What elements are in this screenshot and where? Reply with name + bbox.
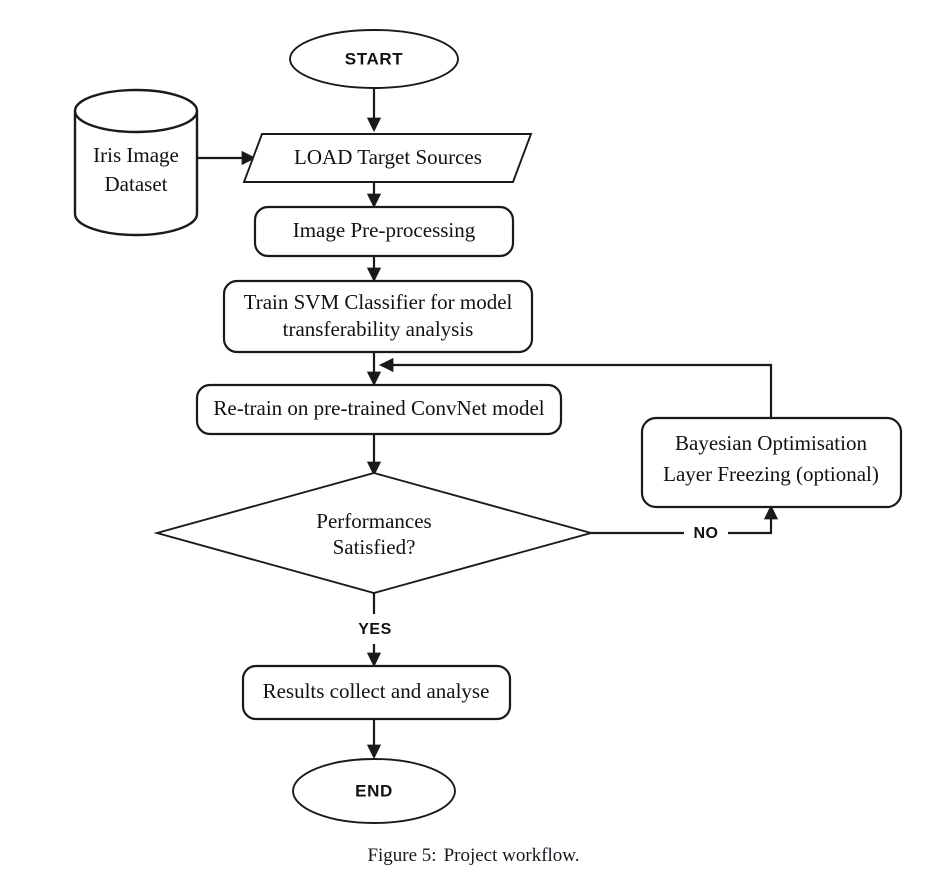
figure-caption-text: Project workflow. <box>443 845 580 866</box>
bayesian-box <box>640 416 903 509</box>
results-label: Results collect and analyse <box>263 679 490 703</box>
train-svm-label-line2: transferability analysis <box>283 317 474 341</box>
start-ellipse <box>289 29 459 89</box>
edge-label-yes: YES <box>348 614 402 644</box>
train-svm-label-line1: Train SVM Classifier for model <box>244 290 513 314</box>
train-svm-box <box>222 279 534 354</box>
retrain-box <box>195 383 563 436</box>
bayesian-label-line1: Bayesian Optimisation <box>675 431 867 455</box>
node-decision-performances[interactable]: Performances Satisfied? <box>153 472 595 594</box>
yes-label: YES <box>358 621 392 638</box>
node-bayesian-optimisation[interactable]: Bayesian Optimisation Layer Freezing (op… <box>640 416 903 509</box>
figure-caption: Figure 5: Project workflow. <box>0 845 947 867</box>
node-retrain-convnet[interactable]: Re-train on pre-trained ConvNet model <box>195 383 563 436</box>
bayesian-label-line2: Layer Freezing (optional) <box>663 462 879 486</box>
load-parallelogram <box>242 133 533 183</box>
results-box <box>241 664 512 721</box>
node-start[interactable]: START <box>289 29 459 89</box>
start-label: START <box>345 49 403 68</box>
load-label: LOAD Target Sources <box>294 145 482 169</box>
decision-label-line2: Satisfied? <box>333 535 416 559</box>
node-results[interactable]: Results collect and analyse <box>241 664 512 721</box>
edge-label-no: NO <box>684 518 728 548</box>
retrain-label: Re-train on pre-trained ConvNet model <box>213 396 544 420</box>
node-end[interactable]: END <box>292 758 456 824</box>
end-ellipse <box>292 758 456 824</box>
node-load-target-sources[interactable]: LOAD Target Sources <box>242 133 533 183</box>
decision-label-line1: Performances <box>316 509 431 533</box>
no-label: NO <box>694 525 719 542</box>
dataset-cylinder-top <box>73 88 199 134</box>
node-train-svm[interactable]: Train SVM Classifier for model transfera… <box>222 279 534 354</box>
node-dataset[interactable]: Iris Image Dataset <box>73 88 199 237</box>
yes-label-backdrop <box>348 614 402 644</box>
edge-decision-no-to-bayesian <box>591 504 779 535</box>
preprocess-label: Image Pre-processing <box>293 218 476 242</box>
dataset-label-line2: Dataset <box>105 172 168 196</box>
dataset-cylinder-body <box>73 111 199 237</box>
dataset-label-line1: Iris Image <box>93 143 179 167</box>
figure-caption-label: Figure 5: <box>367 845 437 866</box>
edge-bayesian-to-retrain <box>378 357 773 418</box>
decision-diamond <box>153 472 595 594</box>
end-label: END <box>355 781 393 800</box>
node-image-preprocessing[interactable]: Image Pre-processing <box>253 205 515 258</box>
no-label-backdrop <box>684 518 728 548</box>
preprocess-box <box>253 205 515 258</box>
